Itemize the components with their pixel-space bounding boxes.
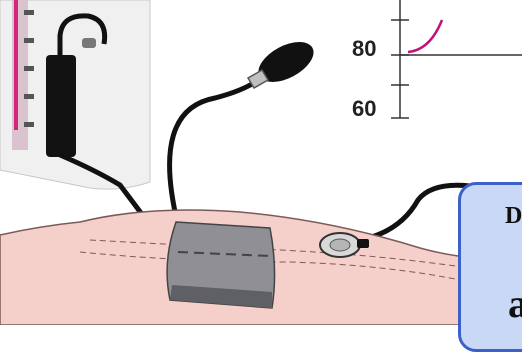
bulb-tube: [170, 84, 252, 225]
inflation-bulb: [248, 34, 320, 90]
stethoscope-tube: [360, 185, 470, 240]
callout-text-line1: D: [505, 203, 522, 230]
callout-text-line2: a: [508, 280, 522, 327]
bp-cuff: [167, 222, 274, 308]
tick-label-80: 80: [352, 36, 376, 62]
pressure-graph: [391, 0, 522, 118]
manometer-cylinder: [46, 55, 76, 157]
blood-pressure-illustration: [0, 0, 522, 325]
tick-label-60: 60: [352, 96, 376, 122]
pressure-trace: [408, 20, 442, 52]
